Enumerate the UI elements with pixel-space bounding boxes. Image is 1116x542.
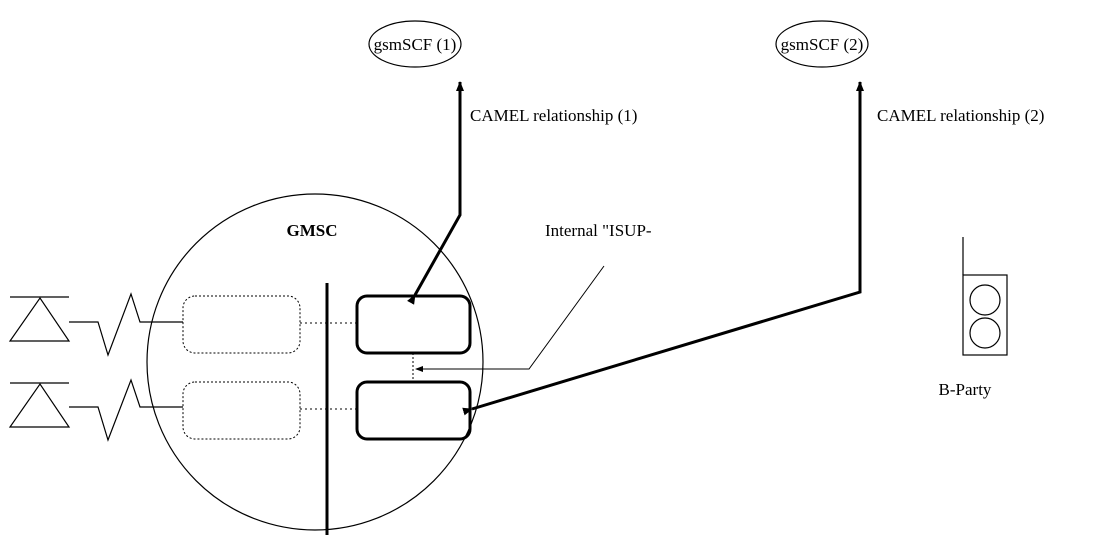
- camel-relationship-1-line: [407, 81, 464, 305]
- gsmscf-1-label: gsmSCF (1): [374, 35, 457, 54]
- incoming-terminal-2: [8, 378, 183, 442]
- gsmscf-1-node: gsmSCF (1): [368, 20, 462, 68]
- call-segment-box-2: [355, 380, 472, 441]
- gmsc-label: GMSC: [287, 221, 338, 240]
- call-segment-box-1: [355, 294, 472, 355]
- gsmscf-2-label: gsmSCF (2): [781, 35, 864, 54]
- gmsc-circle: [146, 193, 484, 531]
- b-party-label: B-Party: [939, 380, 992, 399]
- incoming-leg-box-1: [182, 295, 301, 354]
- gsmscf-2-node: gsmSCF (2): [775, 20, 869, 68]
- camel-relationship-2-line: [462, 81, 864, 416]
- internal-isup-label: Internal "ISUP-: [545, 221, 652, 240]
- camel-relationship-1-label: CAMEL relationship (1): [470, 106, 637, 125]
- incoming-leg-box-2: [182, 381, 301, 440]
- camel-relationship-2-label: CAMEL relationship (2): [877, 106, 1044, 125]
- b-party-phone-icon: [962, 237, 1008, 356]
- incoming-terminal-1: [8, 292, 183, 357]
